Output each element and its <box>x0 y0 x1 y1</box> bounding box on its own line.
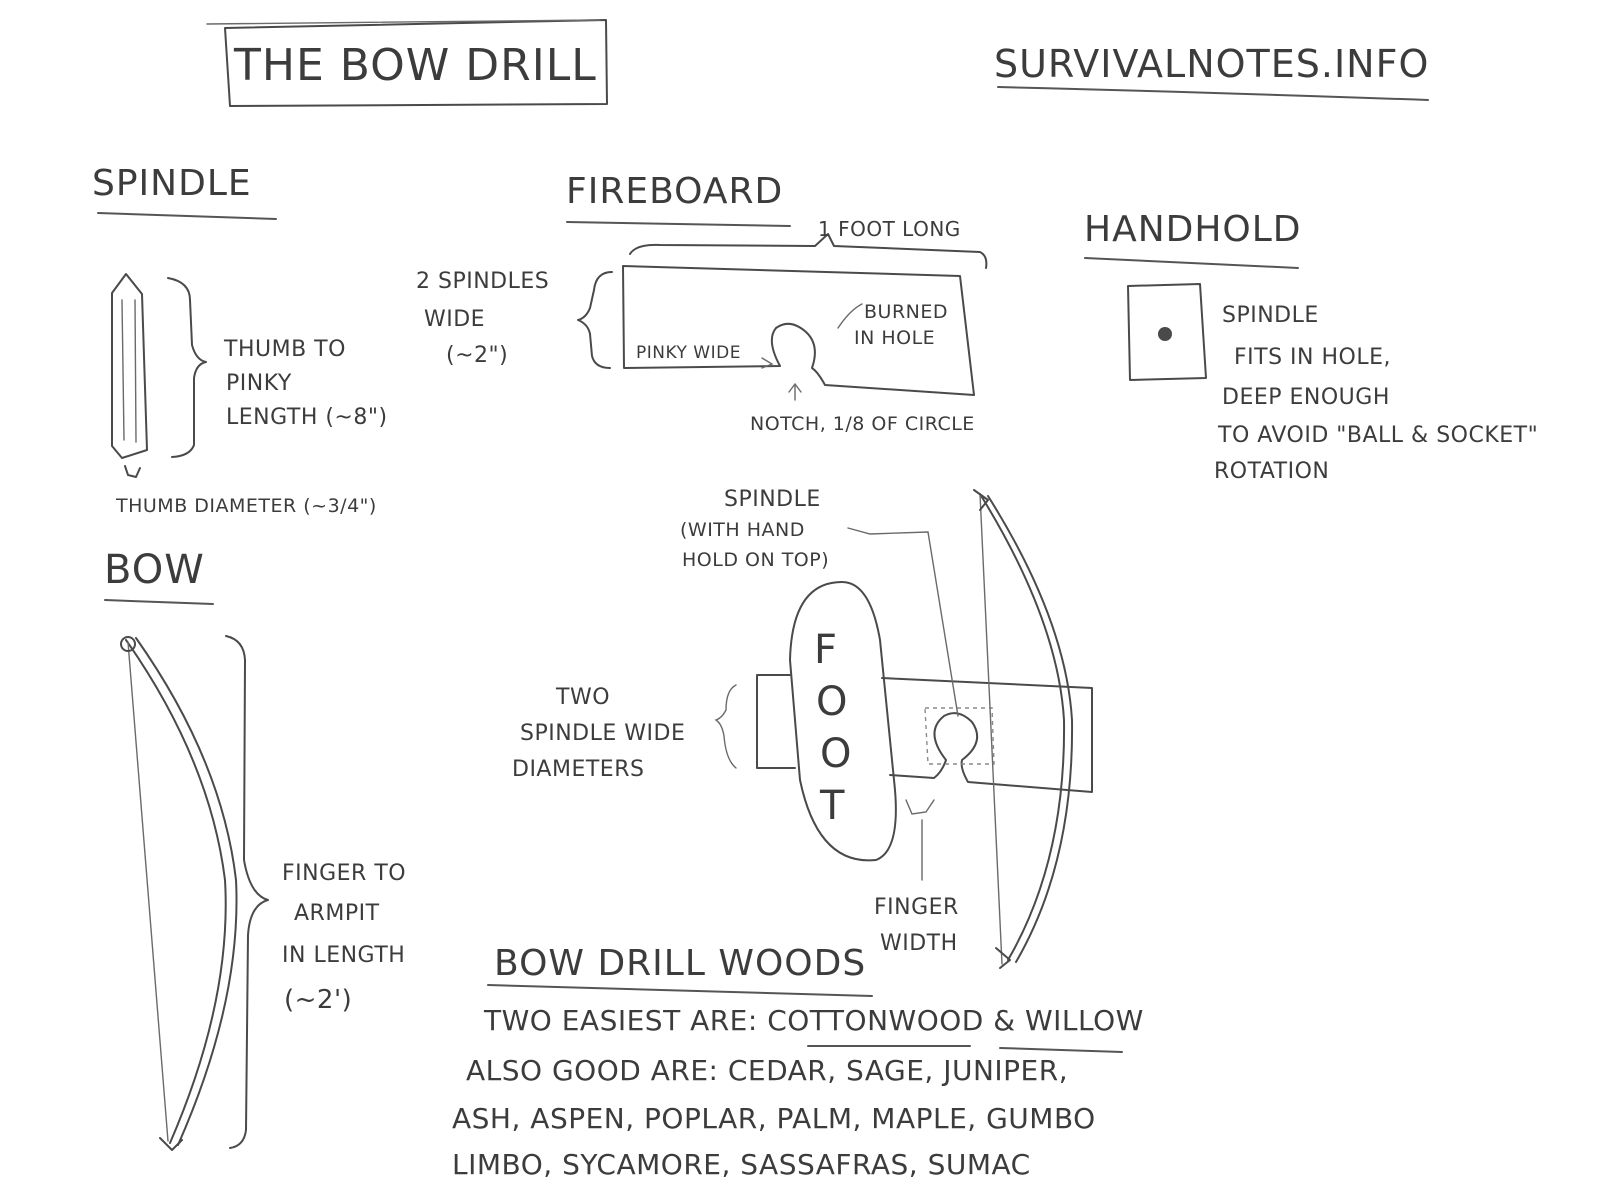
spindle-drawing <box>111 273 207 478</box>
page-title: THE BOW DRILL <box>234 40 597 91</box>
woods-heading-underline <box>487 984 873 997</box>
woods-easiest-line: TWO EASIEST ARE: COTTONWOOD & WILLOW <box>484 1004 1144 1037</box>
spindle-diameter-note: THUMB DIAMETER (~3/4") <box>116 495 377 517</box>
website-label: SURVIVALNOTES.INFO <box>994 42 1430 86</box>
spindle-heading: SPINDLE <box>92 163 252 204</box>
bow-length-line2: ARMPIT <box>294 901 380 926</box>
assembly-spindle-line1: SPINDLE <box>724 487 821 512</box>
foot-letter-1: F <box>814 627 838 673</box>
woods-easiest-join: & <box>983 1004 1025 1037</box>
willow-underline <box>999 1047 1123 1053</box>
assembly-drawing <box>714 489 1093 969</box>
fireboard-hole-line1: BURNED <box>864 301 948 323</box>
handhold-heading-underline <box>1084 257 1299 269</box>
handhold-note-line4: TO AVOID "BALL & SOCKET" <box>1218 423 1539 448</box>
foot-letter-4: T <box>820 783 845 829</box>
fireboard-length-note: 1 FOOT LONG <box>818 217 961 241</box>
woods-willow: WILLOW <box>1024 1004 1144 1037</box>
fireboard-width-line1: 2 SPINDLES <box>416 269 550 294</box>
woods-heading: BOW DRILL WOODS <box>494 943 867 984</box>
fireboard-pinky-note: PINKY WIDE <box>636 343 741 363</box>
fireboard-heading: FIREBOARD <box>566 171 784 212</box>
woods-line3: ASH, ASPEN, POPLAR, PALM, MAPLE, GUMBO <box>452 1102 1096 1135</box>
assembly-width-line2: SPINDLE WIDE <box>520 721 686 746</box>
foot-letter-3: O <box>820 731 852 777</box>
woods-line2: ALSO GOOD ARE: CEDAR, SAGE, JUNIPER, <box>466 1054 1069 1087</box>
bow-length-line4: (~2') <box>284 985 353 1015</box>
spindle-heading-underline <box>97 212 277 220</box>
fireboard-hole-line2: IN HOLE <box>854 327 936 349</box>
assembly-spindle-line2: (WITH HAND <box>680 519 805 541</box>
assembly-width-line3: DIAMETERS <box>512 757 645 782</box>
bow-length-line1: FINGER TO <box>282 861 407 886</box>
assembly-finger-line2: WIDTH <box>880 931 958 956</box>
title-box <box>206 19 608 107</box>
spindle-length-line2: PINKY <box>226 371 292 396</box>
bow-drawing <box>120 635 269 1151</box>
woods-cottonwood: COTTONWOOD <box>767 1004 984 1037</box>
fireboard-width-line2: WIDE <box>424 307 486 332</box>
bow-length-line3: IN LENGTH <box>282 943 406 968</box>
foot-letter-2: O <box>816 679 848 725</box>
fireboard-drawing <box>577 233 988 401</box>
fireboard-heading-underline <box>566 221 791 227</box>
handhold-heading: HANDHOLD <box>1084 209 1302 250</box>
assembly-spindle-line3: HOLD ON TOP) <box>682 549 830 571</box>
woods-line4: LIMBO, SYCAMORE, SASSAFRAS, SUMAC <box>452 1148 1031 1181</box>
fireboard-width-line3: (~2") <box>446 343 509 368</box>
assembly-finger-line1: FINGER <box>874 895 959 920</box>
handhold-note-line3: DEEP ENOUGH <box>1222 385 1390 410</box>
handhold-drawing <box>1127 283 1207 381</box>
spindle-length-line3: LENGTH (~8") <box>226 405 388 430</box>
fireboard-notch-note: NOTCH, 1/8 OF CIRCLE <box>750 413 975 435</box>
spindle-length-line1: THUMB TO <box>224 337 346 362</box>
bow-heading: BOW <box>104 547 205 593</box>
assembly-width-line1: TWO <box>556 685 611 710</box>
handhold-note-line5: ROTATION <box>1214 459 1330 484</box>
woods-easiest-prefix: TWO EASIEST ARE: <box>484 1004 768 1037</box>
handhold-note-line1: SPINDLE <box>1222 303 1319 328</box>
handhold-note-line2: FITS IN HOLE, <box>1234 345 1391 370</box>
website-underline <box>997 86 1429 101</box>
bow-heading-underline <box>104 599 214 605</box>
